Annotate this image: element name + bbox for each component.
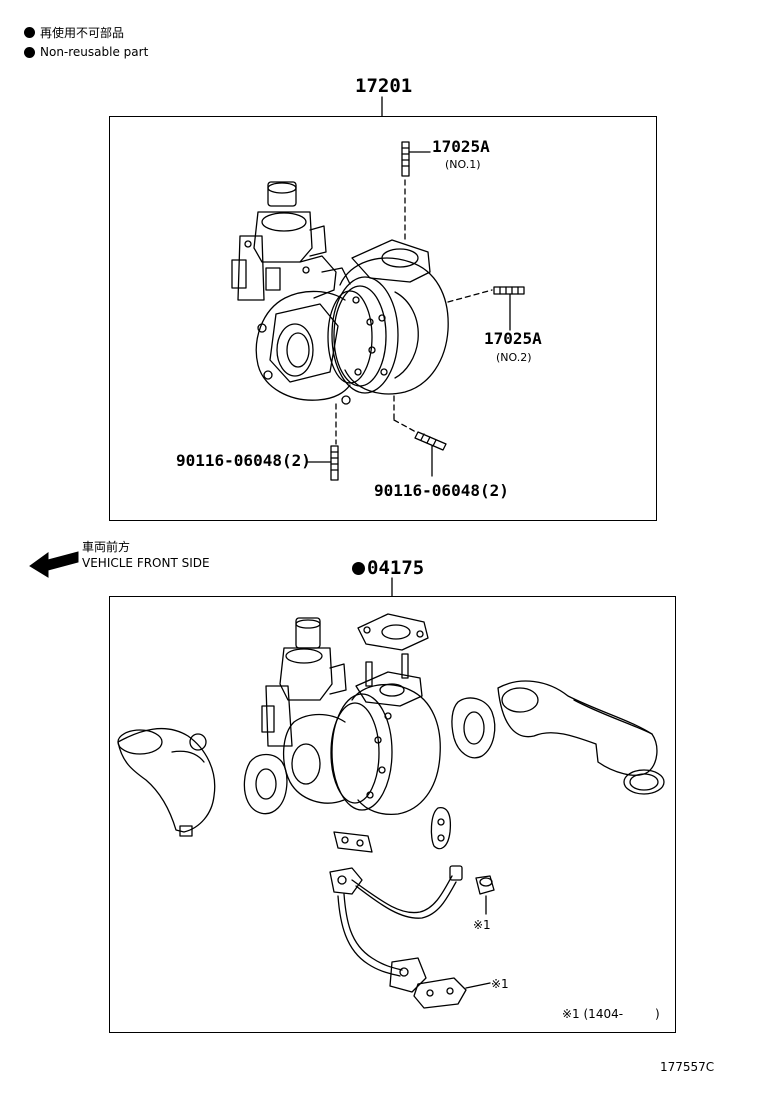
note-mark-2: ※1: [491, 977, 509, 991]
top-assembly-part-number[interactable]: 17201: [355, 75, 413, 97]
legend-jp-text: 再使用不可部品: [40, 26, 125, 40]
note-mark-1: ※1: [473, 918, 491, 932]
direction-en: VEHICLE FRONT SIDE: [82, 556, 210, 570]
turbocharger-assembly-drawing: [231, 181, 449, 405]
stud-no1-note: (NO.1): [445, 158, 481, 171]
diagram-id: 177557C: [660, 1060, 715, 1074]
stud-no1-part-number[interactable]: 17025A: [432, 137, 490, 156]
stud-no2-note: (NO.2): [496, 351, 532, 364]
kit-label: 04175: [352, 557, 424, 579]
stud-bolts-top: [307, 141, 525, 481]
kit-footnote-close: ): [655, 1007, 660, 1021]
filled-circle-icon: [24, 46, 35, 58]
top-assembly-frame: [109, 116, 657, 521]
kit-part-number[interactable]: 04175: [367, 557, 425, 579]
stud-right-part-number[interactable]: 90116-06048(2): [374, 481, 509, 500]
legend-en-text: Non-reusable part: [40, 45, 149, 59]
legend-jp: 再使用不可部品: [24, 24, 124, 41]
kit-footnote: ※1 (1404-: [562, 1007, 624, 1021]
direction-jp: 車両前方: [82, 540, 131, 554]
stud-no2-part-number[interactable]: 17025A: [484, 329, 542, 348]
legend-en: Non-reusable part: [24, 45, 148, 59]
arrow-left-icon: [29, 551, 79, 578]
stud-left-part-number[interactable]: 90116-06048(2): [176, 451, 311, 470]
filled-circle-icon: [352, 561, 365, 575]
kit-frame: [109, 596, 676, 1033]
gasket-kit-drawing: [117, 613, 665, 1009]
filled-circle-icon: [24, 27, 35, 38]
